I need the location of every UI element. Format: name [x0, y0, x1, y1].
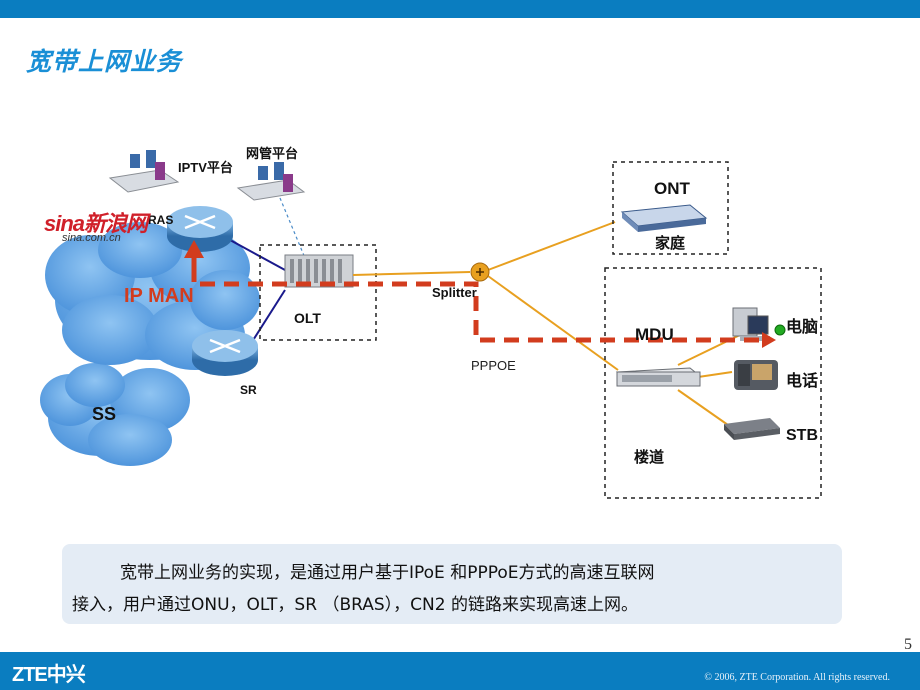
label-bras: RAS	[148, 213, 173, 227]
bras-router-icon	[167, 206, 233, 252]
ont-device-icon	[620, 204, 708, 232]
slide-title: 宽带上网业务	[26, 47, 183, 76]
description-line-1: 宽带上网业务的实现，是通过用户基于IPoE 和PPPoE方式的高速互联网	[120, 563, 655, 583]
label-ont: ONT	[654, 179, 691, 198]
label-nms: 网管平台	[246, 146, 298, 161]
pc-icon	[732, 307, 770, 341]
home-box	[612, 161, 729, 255]
label-splitter: Splitter	[432, 285, 477, 300]
label-phone: 电话	[786, 371, 818, 390]
fiber-lines	[352, 221, 743, 426]
sina-logo: sina新浪网 sina.com.cn	[44, 211, 148, 244]
label-iptv: IPTV平台	[178, 160, 233, 175]
iptv-platform-icon	[108, 150, 180, 193]
status-dot-icon	[774, 324, 786, 336]
label-pppoe: PPPOE	[471, 358, 516, 373]
phone-icon	[734, 360, 778, 390]
splitter-icon	[470, 262, 490, 282]
label-ip-man: IP MAN	[124, 285, 194, 307]
label-ss: SS	[92, 404, 116, 424]
page-number: 5	[904, 636, 912, 653]
zte-logo: ZTE中兴	[12, 664, 86, 686]
label-pc: 电脑	[786, 317, 818, 336]
label-corridor: 楼道	[634, 448, 664, 466]
corridor-box	[604, 267, 822, 499]
olt-box	[259, 244, 377, 341]
copyright-text: © 2006, ZTE Corporation. All rights rese…	[704, 672, 890, 683]
data-path	[184, 240, 776, 348]
management-link	[279, 197, 306, 259]
nms-platform-icon	[236, 162, 306, 201]
top-header-bar	[0, 0, 920, 18]
sr-router-icon	[192, 330, 258, 376]
label-mdu: MDU	[635, 325, 674, 344]
router-links	[229, 239, 286, 346]
label-sr: SR	[240, 383, 257, 397]
mdu-device-icon	[615, 367, 702, 387]
stb-icon	[724, 418, 780, 440]
label-olt: OLT	[294, 310, 321, 326]
ip-man-cloud	[45, 222, 260, 370]
label-home: 家庭	[655, 234, 686, 252]
description-box	[62, 544, 842, 624]
ss-cloud	[40, 363, 190, 466]
description-line-2: 接入，用户通过ONU，OLT，SR （BRAS），CN2 的链路来实现高速上网。	[72, 595, 638, 615]
label-stb: STB	[786, 427, 818, 444]
bottom-footer-bar	[0, 652, 920, 690]
olt-device-icon	[284, 254, 354, 288]
